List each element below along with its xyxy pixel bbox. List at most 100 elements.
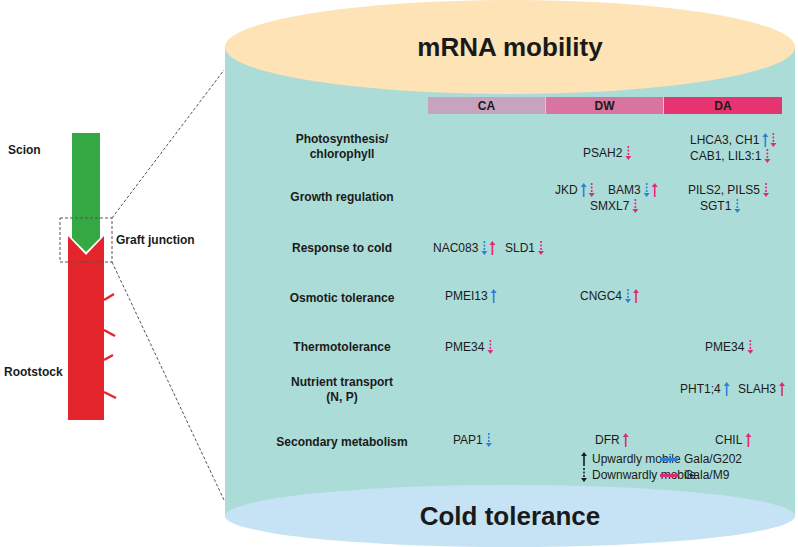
down-arrow <box>487 340 493 354</box>
arrow-shaft <box>488 433 490 443</box>
arrow-shaft <box>583 456 585 466</box>
row-label: Photosynthesis/ chlorophyll <box>282 132 402 162</box>
rootstock-stem <box>68 236 104 420</box>
cylinder-body <box>225 47 795 517</box>
arrow-shaft <box>773 133 775 143</box>
row-label: Secondary metabolism <box>276 435 407 450</box>
down-arrow <box>644 183 650 197</box>
arrow-shaft <box>493 293 495 303</box>
legend-text: Downwardly mobile <box>592 468 696 482</box>
arrow-shaft <box>750 340 752 350</box>
node-text: CA <box>478 99 495 113</box>
arrow-shaft <box>737 199 739 209</box>
header-bar: DA <box>664 97 782 114</box>
arrow-head <box>625 299 631 303</box>
gene-label: PME34 <box>445 340 484 355</box>
row-label: Thermotolerance <box>293 340 390 355</box>
down-arrow <box>581 468 587 482</box>
up-arrow <box>779 382 785 396</box>
up-arrow <box>623 433 629 447</box>
gene-label: PHT1;4 <box>680 382 721 397</box>
gene-label: JKD <box>555 183 578 198</box>
gene-label: CAB1, LIL3:1 <box>690 149 761 164</box>
gene-label: PAP1 <box>453 433 483 448</box>
graft-junction-box <box>60 218 112 262</box>
header-bar: CA <box>428 97 545 114</box>
gene-label: PME34 <box>705 340 744 355</box>
arrow-shaft <box>748 437 750 447</box>
down-arrow <box>481 241 487 255</box>
node-text: mRNA mobility <box>417 32 602 63</box>
up-arrow <box>581 183 587 197</box>
down-arrow <box>625 289 631 303</box>
arrow-shaft <box>583 187 585 197</box>
part-label: Scion <box>8 143 41 158</box>
arrow-head <box>581 452 587 456</box>
arrow-shaft <box>627 289 629 299</box>
arrow-shaft <box>583 468 585 478</box>
gene-label: NAC083 <box>433 241 478 256</box>
arrow-shaft <box>540 241 542 251</box>
gene-label: BAM3 <box>608 183 641 198</box>
up-arrow <box>489 241 495 255</box>
arrow-shaft <box>625 437 627 447</box>
arrow-head <box>581 183 587 187</box>
arrow-head <box>486 443 492 447</box>
down-arrow <box>589 183 595 197</box>
gene-label: LHCA3, CH1 <box>690 133 759 148</box>
up-arrow <box>652 183 658 197</box>
arrow-head <box>724 382 730 386</box>
arrow-head <box>623 433 629 437</box>
node-text: DA <box>714 99 731 113</box>
arrow-head <box>581 478 587 482</box>
scion-stem <box>72 133 100 252</box>
cap-ellipse <box>225 0 795 94</box>
zoom-line <box>112 262 224 500</box>
down-arrow <box>538 241 544 255</box>
up-arrow <box>633 289 639 303</box>
arrow-head <box>779 382 785 386</box>
arrow-head <box>481 251 487 255</box>
arrow-head <box>489 241 495 245</box>
arrow-shaft <box>781 386 783 396</box>
arrow-head <box>745 433 751 437</box>
arrow-shaft <box>628 146 630 156</box>
gene-label: SLAH3 <box>738 382 776 397</box>
mobility-arrows <box>481 133 785 447</box>
arrow-head <box>764 159 770 163</box>
rootstock-roots <box>104 294 116 398</box>
gene-label: SMXL7 <box>590 199 629 214</box>
gene-label: PSAH2 <box>583 146 622 161</box>
cap-ellipse <box>225 485 795 547</box>
header-bar: DW <box>546 97 663 114</box>
arrow-head <box>747 350 753 354</box>
gene-label: SGT1 <box>700 199 731 214</box>
down-arrow <box>764 149 770 163</box>
arrow-shaft <box>635 199 637 209</box>
part-label: Rootstock <box>4 365 63 380</box>
gene-label: DFR <box>595 433 620 448</box>
arrow-shaft <box>484 241 486 251</box>
legend-text: Gala/M9 <box>684 468 729 482</box>
gene-label: CNGC4 <box>580 289 622 304</box>
arrow-shaft <box>765 137 767 147</box>
gene-label: SLD1 <box>505 241 535 256</box>
arrow-head <box>734 209 740 213</box>
arrow-head <box>589 193 595 197</box>
arrow-shaft <box>765 183 767 193</box>
arrow-head <box>633 289 639 293</box>
up-arrow <box>491 289 497 303</box>
arrow-shaft <box>492 245 494 255</box>
zoom-line <box>112 70 224 218</box>
row-label: Osmotic tolerance <box>290 291 395 306</box>
arrow-shaft <box>767 149 769 159</box>
down-arrow <box>770 133 776 147</box>
arrow-shaft <box>591 183 593 193</box>
up-arrow <box>745 433 751 447</box>
arrow-head <box>625 156 631 160</box>
arrow-head <box>652 183 658 187</box>
arrow-shaft <box>654 187 656 197</box>
down-arrow <box>632 199 638 213</box>
row-label: Response to cold <box>292 241 392 256</box>
arrow-head <box>762 133 768 137</box>
